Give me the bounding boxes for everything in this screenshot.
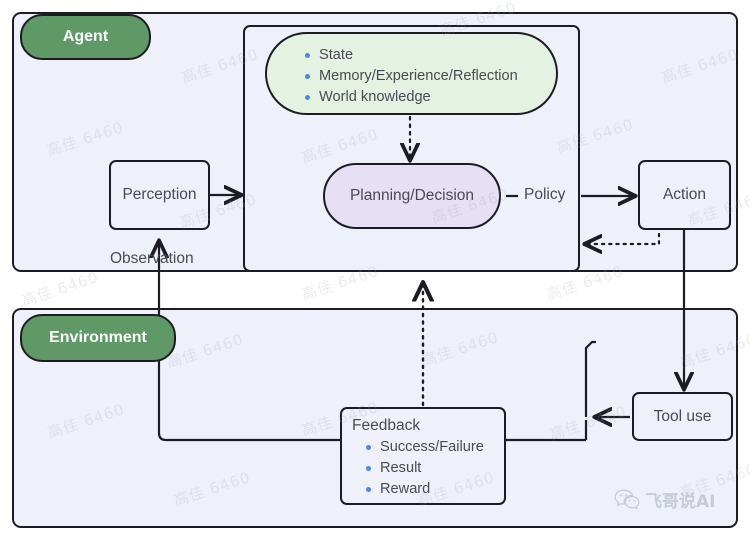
action-node[interactable]: Action (638, 160, 731, 230)
feedback-title: Feedback (352, 417, 421, 434)
agent-section-label[interactable]: Agent (20, 14, 151, 60)
knowledge-item: State (300, 45, 556, 66)
environment-section-label[interactable]: Environment (20, 314, 176, 362)
edge-feedback-to-perception-observation (159, 242, 340, 442)
perception-node[interactable]: Perception (109, 160, 210, 230)
observation-edge-label: Observation (110, 250, 194, 267)
planning-decision-label: Planning/Decision (349, 187, 475, 204)
edge-tooluse-route-to-feedback (584, 340, 596, 417)
feedback-item: Result (361, 458, 504, 479)
wechat-icon (614, 489, 640, 509)
feedback-item-list: Success/Failure Result Reward (352, 437, 504, 500)
feedback-node[interactable]: Feedback Success/Failure Result Reward (340, 407, 506, 505)
brand-watermark-text: 飞哥说AI (645, 492, 716, 512)
edge-action-feedback-dotted (586, 232, 661, 244)
feedback-item: Success/Failure (361, 437, 504, 458)
planning-decision-node[interactable]: Planning/Decision (323, 163, 501, 229)
tool-use-node[interactable]: Tool use (632, 392, 733, 441)
brand-watermark: 飞哥说AI (614, 487, 715, 512)
knowledge-item-list: State Memory/Experience/Reflection World… (267, 45, 556, 108)
feedback-item: Reward (361, 479, 504, 500)
knowledge-node[interactable]: State Memory/Experience/Reflection World… (265, 32, 558, 115)
action-label: Action (662, 186, 707, 203)
knowledge-item: World knowledge (300, 87, 556, 108)
tool-use-label: Tool use (653, 407, 712, 425)
knowledge-item: Memory/Experience/Reflection (300, 66, 556, 87)
policy-edge-label: Policy (524, 186, 566, 203)
perception-label: Perception (122, 186, 197, 203)
